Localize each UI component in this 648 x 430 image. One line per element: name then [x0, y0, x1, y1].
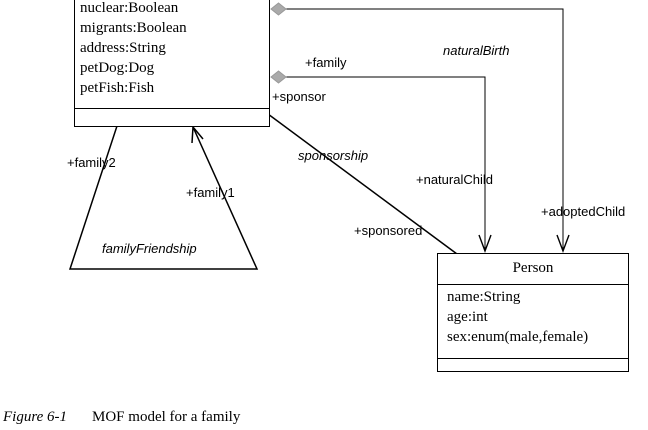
adopted-child-connector[interactable] — [286, 8, 564, 251]
role-label-sponsor: +sponsor — [272, 89, 326, 104]
family-attribute: migrants:Boolean — [80, 20, 187, 36]
person-name-divider — [438, 284, 628, 285]
person-class-box[interactable]: Person name:String age:int sex:enum(male… — [437, 253, 629, 372]
family-attribute: petFish:Fish — [80, 80, 155, 96]
figure-number: Figure 6-1 — [3, 409, 68, 425]
person-class-name: Person — [512, 260, 554, 276]
role-label-family1: +family1 — [186, 185, 235, 200]
person-class-attributes: name:String age:int sex:enum(male,female… — [447, 287, 588, 347]
family1-arrowhead — [191, 125, 204, 144]
figure-caption: Figure 6-1 MOF model for a family — [3, 409, 240, 426]
natural-birth-connector[interactable] — [286, 76, 486, 251]
family-attribute: nuclear:Boolean — [80, 0, 179, 16]
role-label-sponsored: +sponsored — [354, 223, 423, 238]
family-class-attributes: nuclear:Boolean migrants:Boolean address… — [80, 0, 187, 98]
person-operations-divider — [438, 358, 628, 359]
family-operations-divider — [75, 108, 269, 109]
family-attribute: petDog:Dog — [80, 60, 155, 76]
family-attribute: address:String — [80, 40, 166, 56]
person-attribute: name:String — [447, 289, 521, 305]
role-label-family2: +family2 — [67, 155, 116, 170]
person-attribute: age:int — [447, 309, 488, 325]
association-label-family-friendship: familyFriendship — [102, 241, 197, 256]
family-class-box[interactable]: nuclear:Boolean migrants:Boolean address… — [74, 0, 270, 127]
association-label-sponsorship: sponsorship — [298, 148, 369, 163]
family-friendship-connector[interactable] — [68, 125, 259, 270]
natural-birth-diamond — [270, 70, 287, 84]
figure-title: MOF model for a family — [92, 409, 241, 425]
role-label-family: +family — [305, 55, 347, 70]
natural-child-arrowhead — [478, 234, 492, 253]
role-label-adopted-child: +adoptedChild — [541, 204, 626, 219]
person-attribute: sex:enum(male,female) — [447, 329, 589, 345]
association-label-natural-birth: naturalBirth — [443, 43, 510, 58]
role-label-natural-child: +naturalChild — [416, 172, 493, 187]
adopted-child-arrowhead — [556, 234, 570, 253]
sponsorship-connector[interactable] — [267, 113, 458, 255]
adopted-child-diamond — [270, 2, 287, 16]
